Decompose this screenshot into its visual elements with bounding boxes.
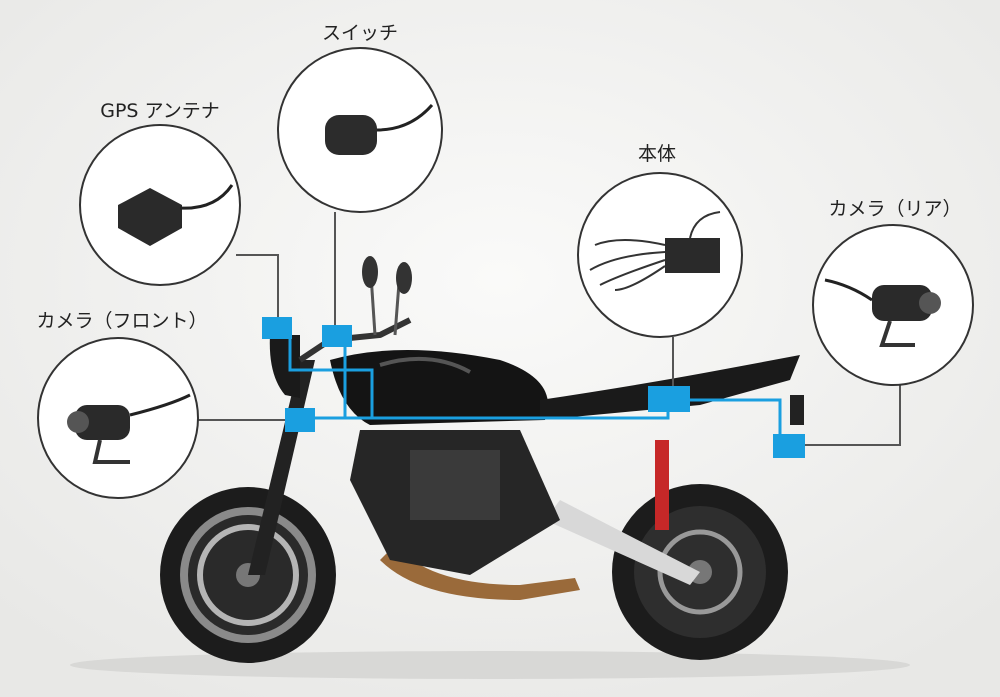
label-rear-camera: カメラ（リア）	[828, 198, 962, 220]
label-front-camera: カメラ（フロント）	[36, 310, 208, 332]
leader-lines	[198, 212, 901, 446]
connection-points	[262, 317, 805, 458]
switch-connection-point	[322, 325, 352, 347]
callout-main-unit	[577, 172, 743, 338]
ground-shadow	[70, 651, 910, 679]
main-unit-connection-point	[648, 386, 690, 412]
callout-front-camera	[37, 337, 199, 499]
front-camera-connection-point	[285, 408, 315, 432]
label-gps-antenna: GPS アンテナ	[100, 100, 220, 122]
rear-camera-connection-point	[773, 434, 805, 458]
label-switch: スイッチ	[321, 22, 399, 44]
label-main-unit: 本体	[637, 143, 677, 165]
callout-gps-antenna	[79, 124, 241, 286]
gps-connection-point	[262, 317, 292, 339]
motorcycle-image	[160, 256, 804, 663]
callout-switch	[277, 47, 443, 213]
callout-rear-camera	[812, 224, 974, 386]
